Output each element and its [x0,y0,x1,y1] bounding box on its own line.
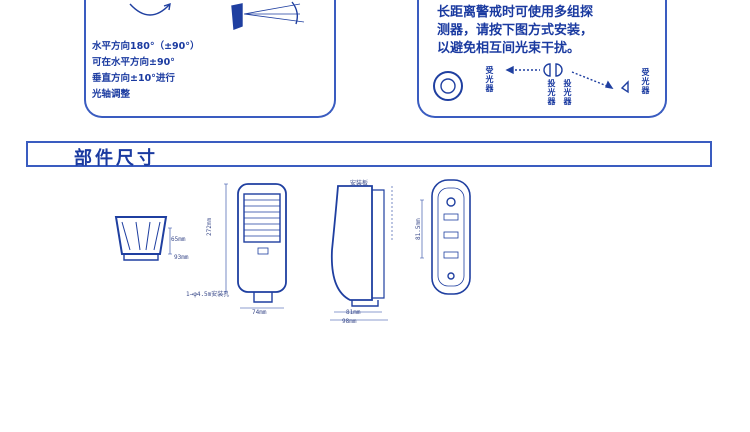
multi-group-note: 长距离警戒时可使用多组探 测器，请按下图方式安装， 以避免相互间光束干扰。 [437,4,593,58]
multi-group-line-1: 长距离警戒时可使用多组探 [437,5,594,20]
receiver-label-1: 受光器 [485,66,494,93]
body-height-label: 272mm [206,217,213,236]
rotation-diagram [129,1,305,30]
beam-layout-diagram [433,63,629,101]
body-width-label: 74mm [252,309,267,316]
emitter-label-1: 投光器 [547,79,556,106]
hole-spacing-label: 81.5mm [415,218,422,240]
adjust-line-3: 垂直方向±10°进行 [92,73,175,84]
mounting-plate-drawing [420,179,471,295]
install-panel-left [84,0,336,118]
detector-front-drawing [224,183,287,309]
adjust-line-4: 光轴调整 [92,89,131,100]
section-title: 部件尺寸 [74,148,158,169]
emitter-label-2: 投光器 [563,79,572,106]
adjust-line-2: 可在水平方向±90° [92,57,175,68]
bracket-width-label: 93mm [174,254,189,261]
depth-outer-label: 98mm [342,318,357,325]
section-header: 部件尺寸 [26,141,712,169]
depth-inner-label: 81mm [346,309,361,316]
adjust-note: 水平方向180°（±90°） 可在水平方向±90° 垂直方向±10°进行 光轴调… [92,39,200,103]
multi-group-line-2: 测器，请按下图方式安装， [437,23,594,38]
bracket-drawing [114,216,172,261]
detector-side-drawing [330,185,393,321]
adjust-line-1: 水平方向180°（±90°） [92,41,200,52]
multi-group-line-3: 以避免相互间光束干扰。 [437,41,581,56]
mount-hole-label: 1→φ4.5m安装孔 [186,291,230,298]
mount-plate-label: 安装板 [350,180,369,187]
bracket-height-label: 65mm [171,236,186,243]
receiver-label-2: 受光器 [641,68,650,95]
install-panel-right [417,0,667,118]
